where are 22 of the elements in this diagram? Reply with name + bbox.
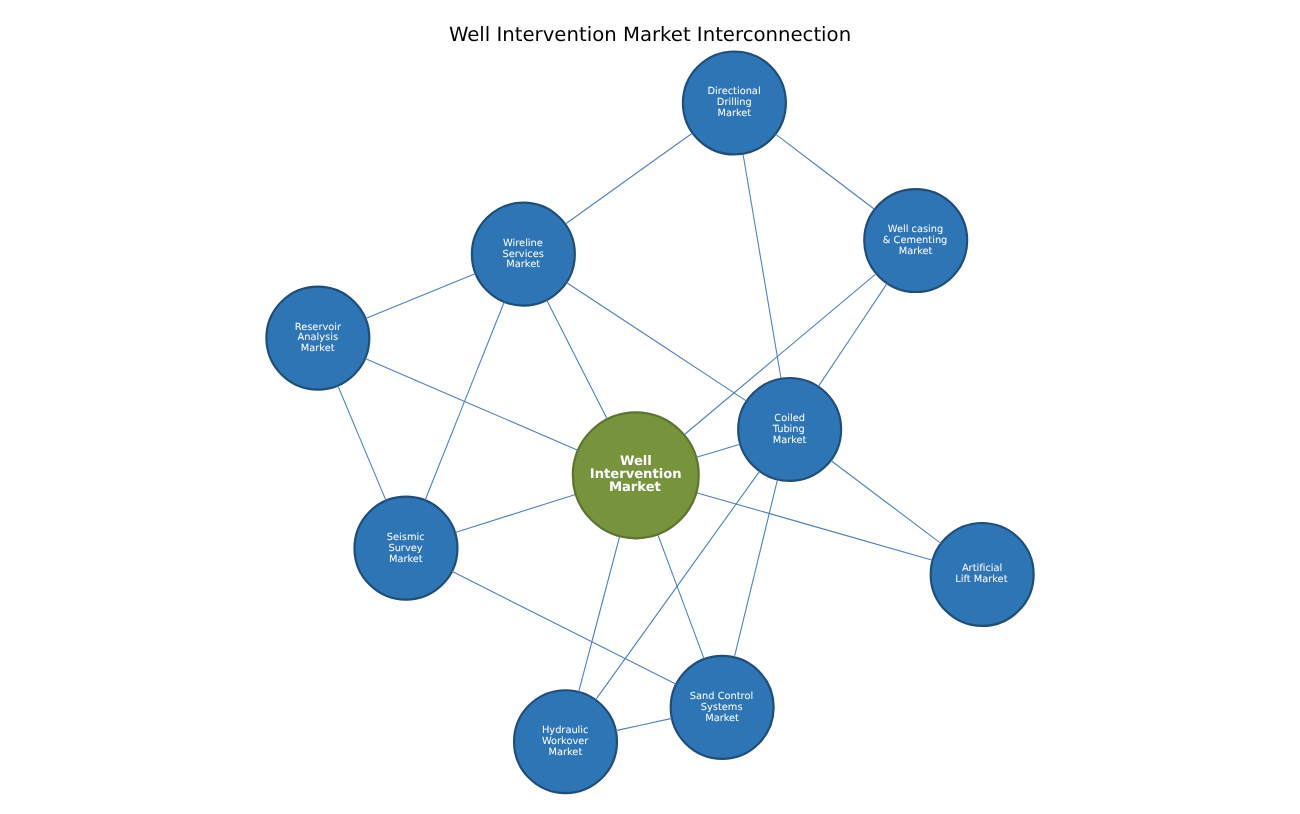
connector xyxy=(817,282,888,387)
connector xyxy=(595,470,761,701)
connector xyxy=(565,281,748,402)
diagram-title: Well Intervention Market Interconnection xyxy=(448,24,852,47)
connector xyxy=(451,570,677,685)
connector xyxy=(742,153,782,379)
connector xyxy=(454,493,577,534)
connector xyxy=(775,133,875,210)
connector xyxy=(424,301,505,501)
connector xyxy=(830,459,942,544)
connector xyxy=(546,299,608,420)
connector xyxy=(365,273,477,320)
connector xyxy=(615,717,673,732)
connector xyxy=(733,479,778,658)
connector xyxy=(364,357,579,451)
connector xyxy=(337,385,387,502)
connector xyxy=(695,443,741,458)
connector xyxy=(564,132,693,225)
connector xyxy=(657,533,705,660)
connector xyxy=(695,492,934,561)
connector xyxy=(578,535,621,693)
connector xyxy=(683,273,877,435)
